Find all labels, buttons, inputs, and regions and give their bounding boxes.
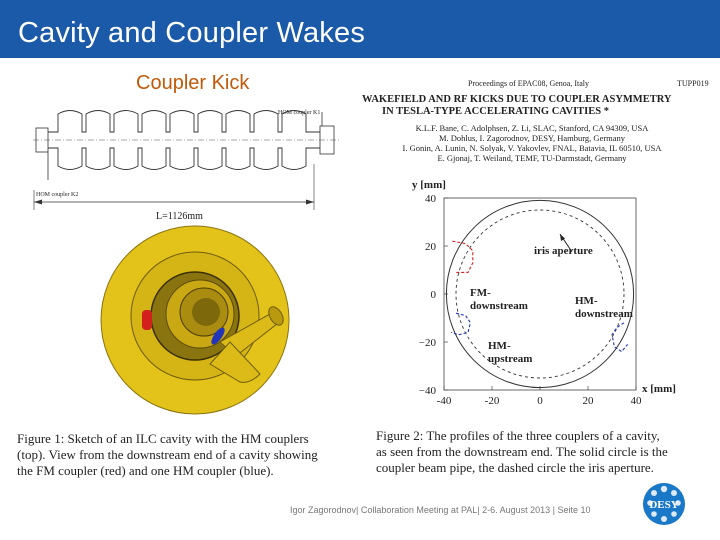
annotation-hm-downstream-text2: downstream (575, 308, 633, 320)
annotation-hm-upstream-text2: upstream (488, 353, 532, 365)
author-line: E. Gjonaj, T. Weiland, TEMF, TU-Darmstad… (437, 153, 627, 163)
figure1-caption-line: (top). View from the downstream end of a… (17, 447, 318, 462)
beam-pipe-circle (445, 199, 635, 389)
paper-title-line: WAKEFIELD AND RF KICKS DUE TO COUPLER AS… (362, 94, 672, 105)
annotation-fm-downstream-text2: downstream (470, 300, 528, 312)
annotation-hm-upstream-text: HM- (488, 340, 511, 352)
x-tick-label: -40 (437, 395, 452, 407)
y-tick-label: −40 (419, 385, 437, 397)
figure2-caption-line: as seen from the downstream end. The sol… (376, 444, 668, 459)
figure2-caption-line: coupler beam pipe, the dashed circle the… (376, 460, 654, 475)
annotation-hm-downstream: HM-downstream (575, 295, 633, 320)
desy-logo: DESY (643, 483, 685, 525)
hm-coupler-blue (211, 327, 225, 345)
y-tick-label: 40 (425, 193, 437, 205)
cavity-upper-outline (48, 110, 320, 133)
desy-logo-text: DESY (649, 499, 678, 511)
figure1-caption-line: Figure 1: Sketch of an ILC cavity with t… (17, 431, 309, 446)
annotation-hm-downstream-text: HM- (575, 295, 598, 307)
author-line: K.L.F. Bane, C. Adolphsen, Z. Li, SLAC, … (415, 123, 649, 133)
x-tick-label: 0 (537, 395, 543, 407)
x-tick-label: 20 (583, 395, 595, 407)
figure2-coupler-profiles-plot: -40 -20 0 20 40 40 20 0 −20 −40 y [mm] x [mm] iri… (412, 179, 676, 407)
fm-coupler-stub (209, 341, 261, 383)
title-bar: Cavity and Coupler Wakes (0, 0, 720, 58)
length-label: L=1126mm (156, 211, 203, 222)
proceedings-label: Proceedings of EPAC08, Genoa, Italy (468, 79, 590, 88)
slide-subtitle: Coupler Kick (136, 72, 250, 94)
x-axis-label: x [mm] (642, 383, 676, 395)
hom-coupler-k2-label: HOM coupler K2 (36, 192, 78, 198)
figure1-cavity-sketch: HOM coupler K1 HOM coupler K2 L=1126mm (33, 110, 340, 222)
y-tick-label: −20 (419, 337, 437, 349)
figure1-caption: Figure 1: Sketch of an ILC cavity with t… (17, 431, 357, 479)
annotation-fm-downstream-text: FM- (470, 287, 491, 299)
hom-coupler-k1-label: HOM coupler K1 (278, 110, 320, 116)
annotation-fm-downstream: FM-downstream (470, 287, 528, 312)
slide-title: Cavity and Coupler Wakes (18, 17, 366, 49)
x-tick-label: -20 (485, 395, 500, 407)
cavity-left-flange (35, 127, 49, 153)
x-tick-label: 40 (631, 395, 643, 407)
y-tick-label: 0 (431, 289, 437, 301)
figure2-caption-line: Figure 2: The profiles of the three coup… (376, 428, 660, 443)
figure2-caption: Figure 2: The profiles of the three coup… (376, 428, 716, 476)
paper-authors: K.L.F. Bane, C. Adolphsen, Z. Li, SLAC, … (362, 123, 702, 163)
paper-code: TUPP019 (677, 79, 709, 88)
fm-coupler-red (142, 310, 152, 330)
y-tick-label: 20 (425, 241, 437, 253)
coupler-profile-hm-downstream (611, 322, 629, 353)
cavity-lower-outline (48, 147, 320, 170)
annotation-iris-aperture: iris aperture (534, 245, 593, 257)
cavity-right-flange (319, 125, 335, 155)
slide-footer: Igor Zagorodnov| Collaboration Meeting a… (290, 505, 591, 515)
paper-title: WAKEFIELD AND RF KICKS DUE TO COUPLER AS… (362, 94, 702, 118)
coupler-profile-fm-downstream (452, 240, 474, 273)
y-axis-label: y [mm] (412, 179, 446, 191)
author-line: M. Dohlus, I. Zagorodnov, DESY, Hamburg,… (438, 133, 626, 143)
paper-title-line: IN TESLA-TYPE ACCELERATING CAVITIES * (382, 106, 609, 117)
author-line: I. Gonin, A. Lunin, N. Solyak, V. Yakovl… (402, 143, 662, 153)
iris-aperture-circle (455, 209, 625, 379)
figure1-cavity-render (100, 225, 290, 415)
figure1-caption-line: the FM coupler (red) and one HM coupler … (17, 463, 274, 478)
annotation-hm-upstream: HM-upstream (488, 340, 532, 365)
